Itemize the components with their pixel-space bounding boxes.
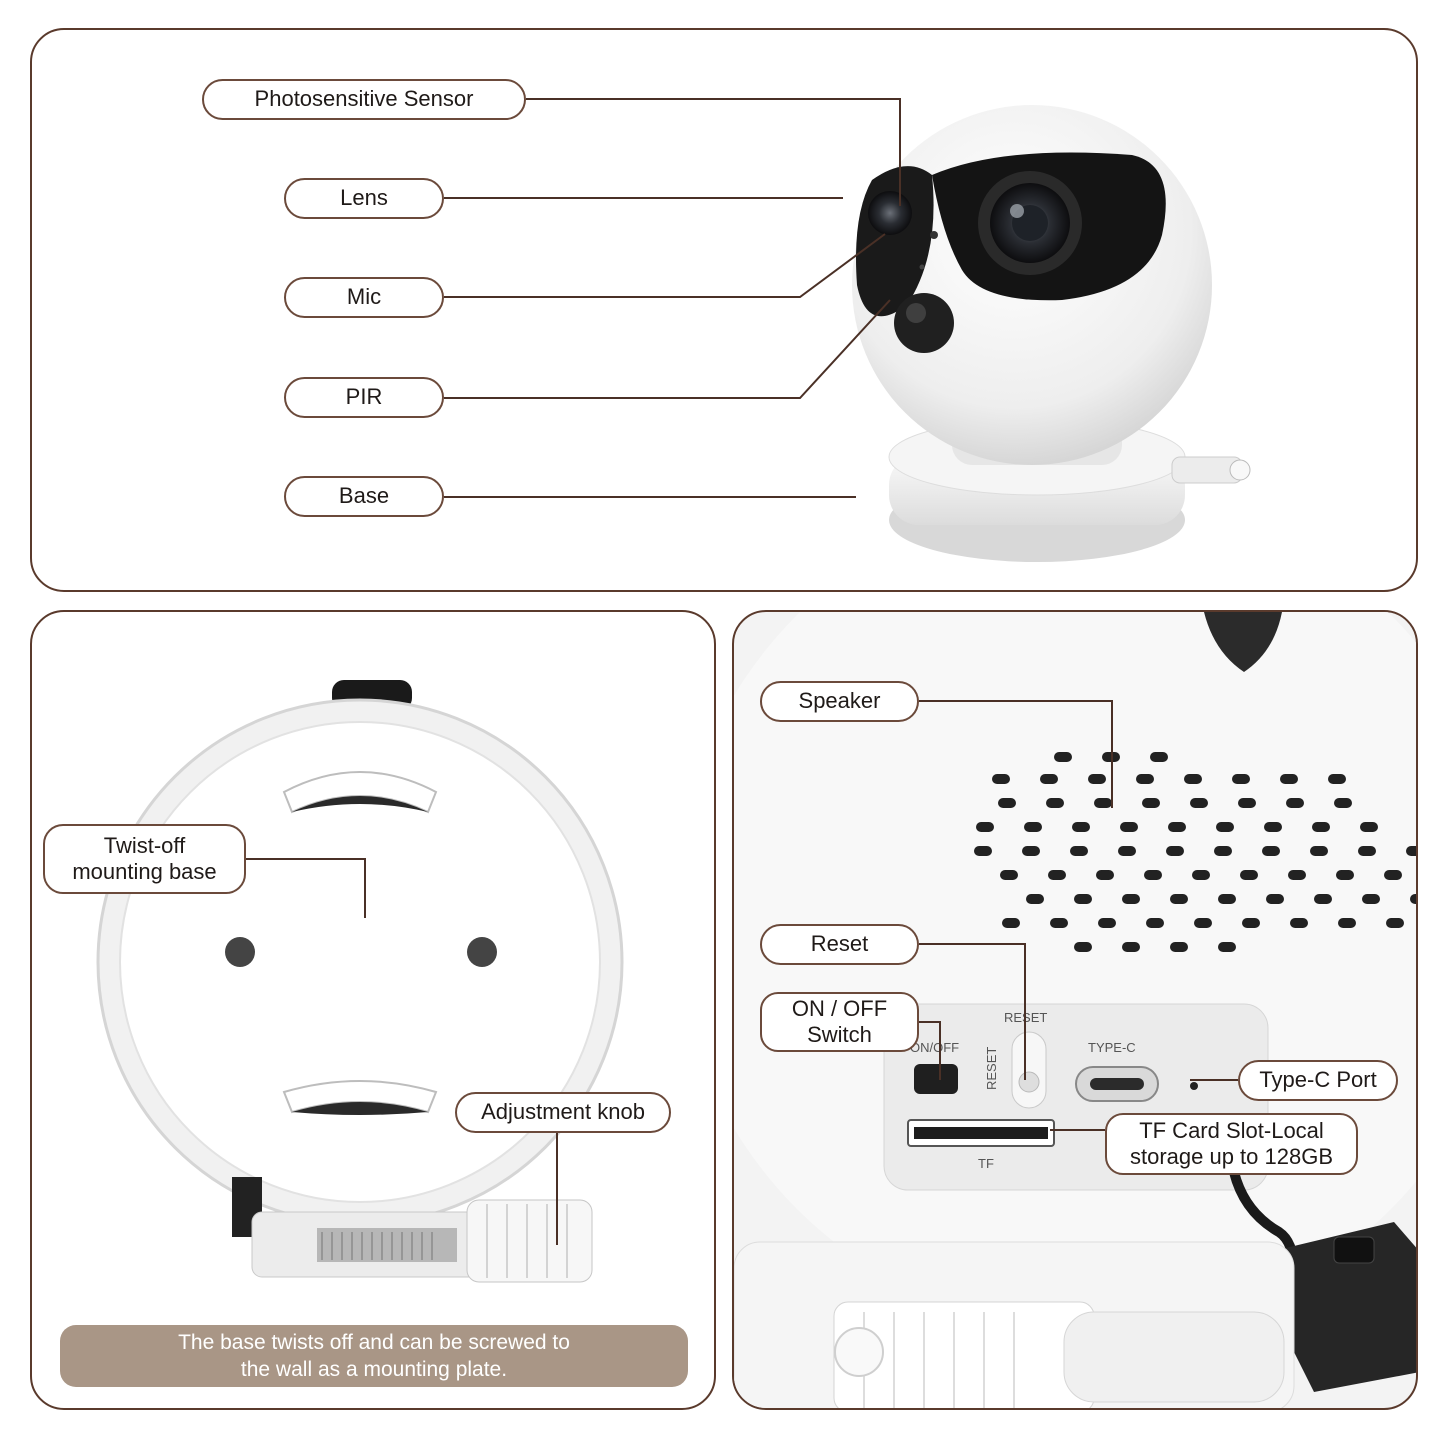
- label-speaker: Speaker: [760, 681, 919, 722]
- label-speaker-text: Speaker: [798, 688, 881, 714]
- bottom-left-panel: [30, 610, 716, 1410]
- typec-marking: TYPE-C: [1088, 1040, 1136, 1055]
- label-mic-text: Mic: [346, 284, 382, 310]
- label-on-off-switch: ON / OFF Switch: [760, 992, 919, 1052]
- label-reset-text: Reset: [810, 931, 869, 957]
- label-lens: Lens: [284, 178, 444, 219]
- label-base: Base: [284, 476, 444, 517]
- label-pir-text: PIR: [345, 384, 383, 410]
- reset-top-marking: RESET: [1004, 1010, 1047, 1025]
- label-tf-card-slot: TF Card Slot-Local storage up to 128GB: [1105, 1113, 1358, 1175]
- mounting-caption: The base twists off and can be screwed t…: [60, 1325, 688, 1387]
- reset-vertical-marking: RESET: [984, 1047, 999, 1090]
- label-switch-line1: ON / OFF: [791, 995, 888, 1021]
- label-type-c-port-text: Type-C Port: [1259, 1067, 1377, 1093]
- onoff-marking: ON/OFF: [910, 1040, 959, 1055]
- label-lens-text: Lens: [340, 185, 388, 211]
- label-mount-line2: mounting base: [72, 859, 217, 884]
- label-tf-line2: storage up to 128GB: [1129, 1144, 1334, 1169]
- label-photosensitive-sensor-text: Photosensitive Sensor: [254, 86, 474, 112]
- camera-front-illustration: [852, 105, 1251, 562]
- label-mount-line1: Twist-off: [103, 832, 186, 858]
- label-mic: Mic: [284, 277, 444, 318]
- caption-line1: The base twists off and can be screwed t…: [178, 1330, 570, 1354]
- label-adjustment-knob-text: Adjustment knob: [481, 1099, 645, 1125]
- label-type-c-port: Type-C Port: [1238, 1060, 1398, 1101]
- label-tf-line1: TF Card Slot-Local: [1139, 1117, 1324, 1143]
- label-photosensitive-sensor: Photosensitive Sensor: [202, 79, 526, 120]
- caption-line2: the wall as a mounting plate.: [240, 1358, 508, 1381]
- camera-back-base-illustration: [96, 680, 624, 1283]
- label-reset: Reset: [760, 924, 919, 965]
- tf-marking: TF: [978, 1156, 994, 1171]
- label-twist-off-mounting-base: Twist-off mounting base: [43, 824, 246, 894]
- label-switch-line2: Switch: [807, 1022, 872, 1047]
- label-pir: PIR: [284, 377, 444, 418]
- label-base-text: Base: [338, 483, 390, 509]
- label-adjustment-knob: Adjustment knob: [455, 1092, 671, 1133]
- speaker-grille: [974, 752, 1416, 952]
